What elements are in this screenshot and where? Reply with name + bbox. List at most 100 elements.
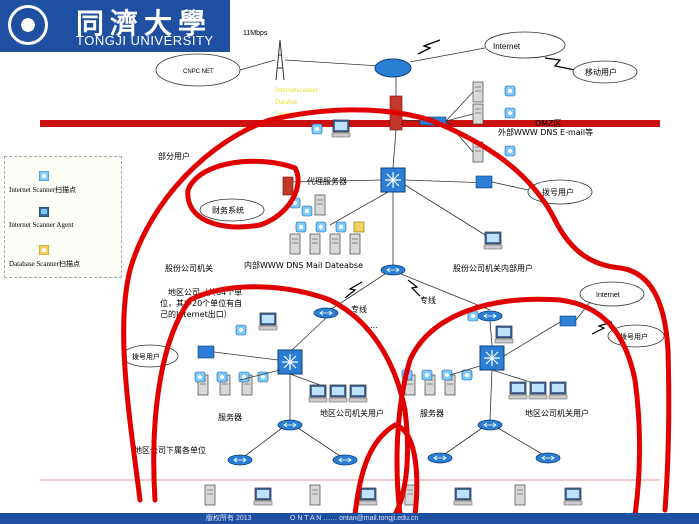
servers-left-label: 服务器: [218, 412, 242, 422]
scanner-agent-icon: [335, 221, 347, 233]
hq-user-pc: [483, 231, 503, 250]
scanner-agent-icon: [461, 369, 473, 381]
dialup-users-right-label: 拨号用户: [620, 332, 648, 341]
internal-server: [289, 233, 301, 255]
university-seal-icon: [8, 5, 48, 45]
scanner-point-icon: [504, 107, 516, 119]
unit-router-icon: [427, 452, 453, 464]
unit-router-icon: [535, 452, 561, 464]
regional-user-pc: [528, 381, 548, 400]
scanner-agent-icon: [216, 371, 228, 383]
regional-users-left-label: 地区公司机关用户: [320, 408, 384, 418]
regional-router-left-icon: [313, 307, 339, 319]
database-scanner-icon: [353, 221, 365, 233]
lightning-link-icon: [417, 39, 441, 55]
internet-cloud-right: [579, 281, 645, 307]
proxy-server: [314, 194, 326, 216]
scanner-agent-icon: [238, 371, 250, 383]
regional-user-pc: [348, 384, 368, 403]
footer-copyright: 版权所有 2013: [206, 515, 252, 522]
regional-user-pc: [508, 381, 528, 400]
regional-note-line2: 位，其中20个单位有自: [160, 298, 242, 308]
antenna-tower-icon: [275, 39, 285, 81]
cnpc-net-label: CNPC NET: [183, 69, 214, 75]
partial-users-label: 部分用户: [158, 151, 190, 161]
scanner-agent-icon: [194, 371, 206, 383]
hq-internal-users-label: 股份公司机关内部用户: [453, 263, 533, 273]
footer-email: O N T A N …… ontan@mail.tongji.edu.cn: [290, 515, 419, 522]
regional-user-pc: [548, 381, 568, 400]
dialup-gateway-left-icon: [197, 345, 215, 359]
internet-right-label: Internet: [596, 292, 620, 299]
dedicated-line-left-icon: [344, 281, 363, 299]
regional-note-line3: 己的Internet出口）: [160, 309, 232, 319]
regional-router-right-icon: [477, 310, 503, 322]
scanner-agent-icon: [295, 221, 307, 233]
dialup-users-top-label: 拨号用户: [542, 187, 574, 197]
scanner-workstation: [331, 119, 351, 138]
regional-pc-left: [258, 312, 278, 331]
dedicated-line-left-label: 专线: [351, 304, 367, 314]
dmz-label: DMZ区: [535, 119, 562, 128]
unit-pc: [358, 487, 378, 506]
legend-label: Internet Scanner扫描点: [9, 186, 77, 194]
bandwidth-label: 11Mbps: [243, 30, 268, 37]
internal-server: [329, 233, 341, 255]
mobile-users-cloud: [572, 60, 638, 84]
dedicated-line-right-icon: [407, 279, 421, 297]
internal-services-label: 内部WWW DNS Mail Dateabse: [244, 260, 363, 270]
university-name-en: TONGJI UNIVERSITY: [76, 33, 214, 48]
database-scanner-icon: [39, 245, 49, 255]
internal-server: [309, 233, 321, 255]
subordinate-units-label: 地区公司下属各单位: [134, 445, 206, 455]
unit-server: [204, 484, 216, 506]
dialup-gateway-icon: [475, 175, 493, 189]
regional-users-right-label: 地区公司机关用户: [525, 408, 589, 418]
dmz-server: [472, 81, 484, 103]
core-switch-icon: [380, 167, 406, 193]
unit-router-icon: [227, 454, 253, 466]
dialup-users-left-label: 拨号用户: [132, 352, 160, 361]
dedicated-line-right-label: 专线: [420, 295, 436, 305]
legend-label: Database Scanner扫描点: [9, 260, 80, 268]
scanner-point-icon: [504, 145, 516, 157]
red-highlight-annotations: [121, 107, 672, 518]
firewall-annotation-line2: Databas: [275, 98, 298, 106]
scanner-agent-icon: [301, 205, 313, 217]
regional-pc-right: [494, 325, 514, 344]
legend-label: Internet Scanner Agent: [9, 221, 74, 229]
internet-top-label: Internet: [493, 42, 521, 51]
scanner-point-icon: [39, 171, 49, 181]
unit-router-icon: [332, 454, 358, 466]
regional-switch-right-icon: [479, 345, 505, 371]
servers-right-label: 服务器: [420, 408, 444, 418]
mobile-users-label: 移动用户: [585, 67, 617, 77]
dmz-boundary-bar: [40, 120, 660, 127]
unit-pc: [453, 487, 473, 506]
unit-pc: [563, 487, 583, 506]
ellipsis-label: ……: [362, 321, 378, 330]
regional-user-pc: [308, 384, 328, 403]
finance-system-cloud: [199, 198, 265, 222]
external-services-label: 外部WWW DNS E-mail等: [498, 127, 593, 137]
scanner-agent-icon: [39, 207, 49, 217]
scanner-point-icon: [504, 85, 516, 97]
dialup-link-right-icon: [591, 321, 613, 335]
scanner-point-icon: [311, 123, 323, 135]
scanner-point-icon: [235, 324, 247, 336]
unit-server: [309, 484, 321, 506]
finance-firewall-icon: [282, 176, 294, 196]
legend-panel: Internet Scanner扫描点 Internet Scanner Age…: [4, 156, 122, 278]
university-name-cn: 同濟大學: [76, 7, 213, 40]
proxy-server-label: 代理服务器: [307, 176, 347, 186]
unit-server: [514, 484, 526, 506]
wireless-link-icon: [544, 57, 576, 71]
scanner-agent-icon: [421, 369, 433, 381]
regional-switch-left-icon: [277, 349, 303, 375]
regional-gateway-right-icon: [559, 315, 577, 327]
footer-bar: 版权所有 2013 O N T A N …… ontan@mail.tongji…: [0, 513, 699, 524]
hq-label: 股份公司机关: [165, 263, 213, 273]
hq-router-icon: [380, 264, 406, 276]
regional-user-pc: [328, 384, 348, 403]
